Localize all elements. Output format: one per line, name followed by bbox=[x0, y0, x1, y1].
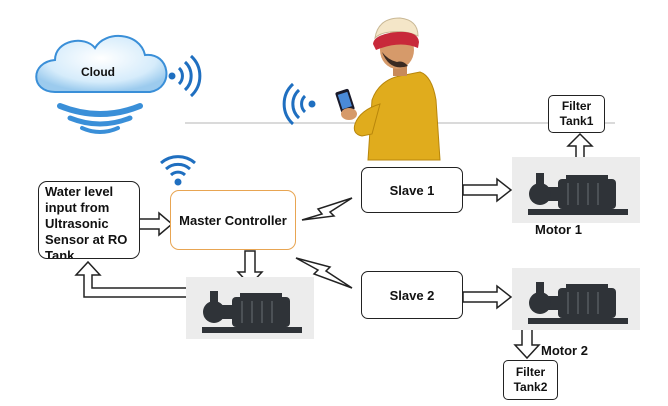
filter-tank1-box: Filter Tank1 bbox=[548, 95, 605, 133]
master-controller-box: Master Controller bbox=[170, 190, 296, 250]
arrow bbox=[513, 326, 541, 360]
slave2-box: Slave 2 bbox=[361, 271, 463, 319]
wireless-link-icon bbox=[301, 197, 353, 221]
cloud-label: Cloud bbox=[81, 65, 115, 79]
sensor-input-box: Water level input from Ultrasonic Sensor… bbox=[38, 181, 140, 259]
pump-motor-icon bbox=[512, 157, 640, 223]
arrow bbox=[462, 177, 513, 203]
user-with-phone-icon bbox=[335, 17, 441, 161]
pump-motor-icon bbox=[512, 268, 640, 330]
arrow bbox=[74, 260, 191, 298]
slave1-box: Slave 1 bbox=[361, 167, 463, 213]
arrow bbox=[138, 211, 174, 237]
wifi-icon bbox=[282, 82, 316, 126]
filter-tank2-box: Filter Tank2 bbox=[503, 360, 558, 400]
motor2-label: Motor 2 bbox=[541, 343, 588, 358]
wifi-icon bbox=[168, 54, 202, 98]
arrow bbox=[462, 284, 513, 310]
cloud-icon bbox=[35, 34, 168, 134]
motor1-label: Motor 1 bbox=[535, 222, 582, 237]
wireless-link-icon bbox=[295, 257, 353, 289]
wifi-icon bbox=[160, 155, 196, 186]
pump-motor-icon bbox=[186, 277, 314, 339]
